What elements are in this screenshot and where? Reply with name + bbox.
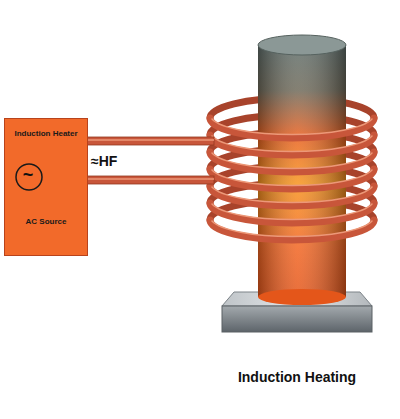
ac-symbol: ~: [23, 166, 34, 184]
coil-highlight: [212, 153, 372, 169]
coil-highlight: [212, 221, 372, 237]
box-subtitle: AC Source: [26, 217, 67, 226]
coil-highlight: [212, 187, 372, 203]
coil-turn: [210, 169, 374, 189]
coil-highlight: [212, 204, 372, 220]
rod-bottom: [258, 289, 346, 305]
source-box: Induction Heater AC Source: [4, 118, 88, 256]
ac-source-symbol: [5, 119, 89, 257]
ac-source-circle: [16, 164, 42, 190]
signal-label: ≈HF: [91, 154, 117, 168]
lead-highlight: [86, 139, 214, 141]
lead-wire: [86, 137, 214, 145]
coil-highlight: [212, 119, 372, 135]
lead-highlight: [86, 178, 214, 180]
rod-top: [258, 35, 346, 55]
coil-turn: [210, 203, 374, 223]
platform-front: [222, 306, 372, 332]
coil-turn: [210, 186, 374, 206]
lead-wire: [86, 176, 214, 184]
coil-turn: [210, 118, 374, 138]
coil-front: [210, 118, 374, 240]
coil-highlight: [212, 136, 372, 152]
coil-turn: [210, 135, 374, 155]
caption: Induction Heating: [238, 370, 356, 384]
coil-highlight: [212, 170, 372, 186]
hf-leads: [86, 137, 214, 184]
box-title: Induction Heater: [14, 129, 77, 138]
coil-turn: [210, 220, 374, 240]
coil-turn: [210, 152, 374, 172]
